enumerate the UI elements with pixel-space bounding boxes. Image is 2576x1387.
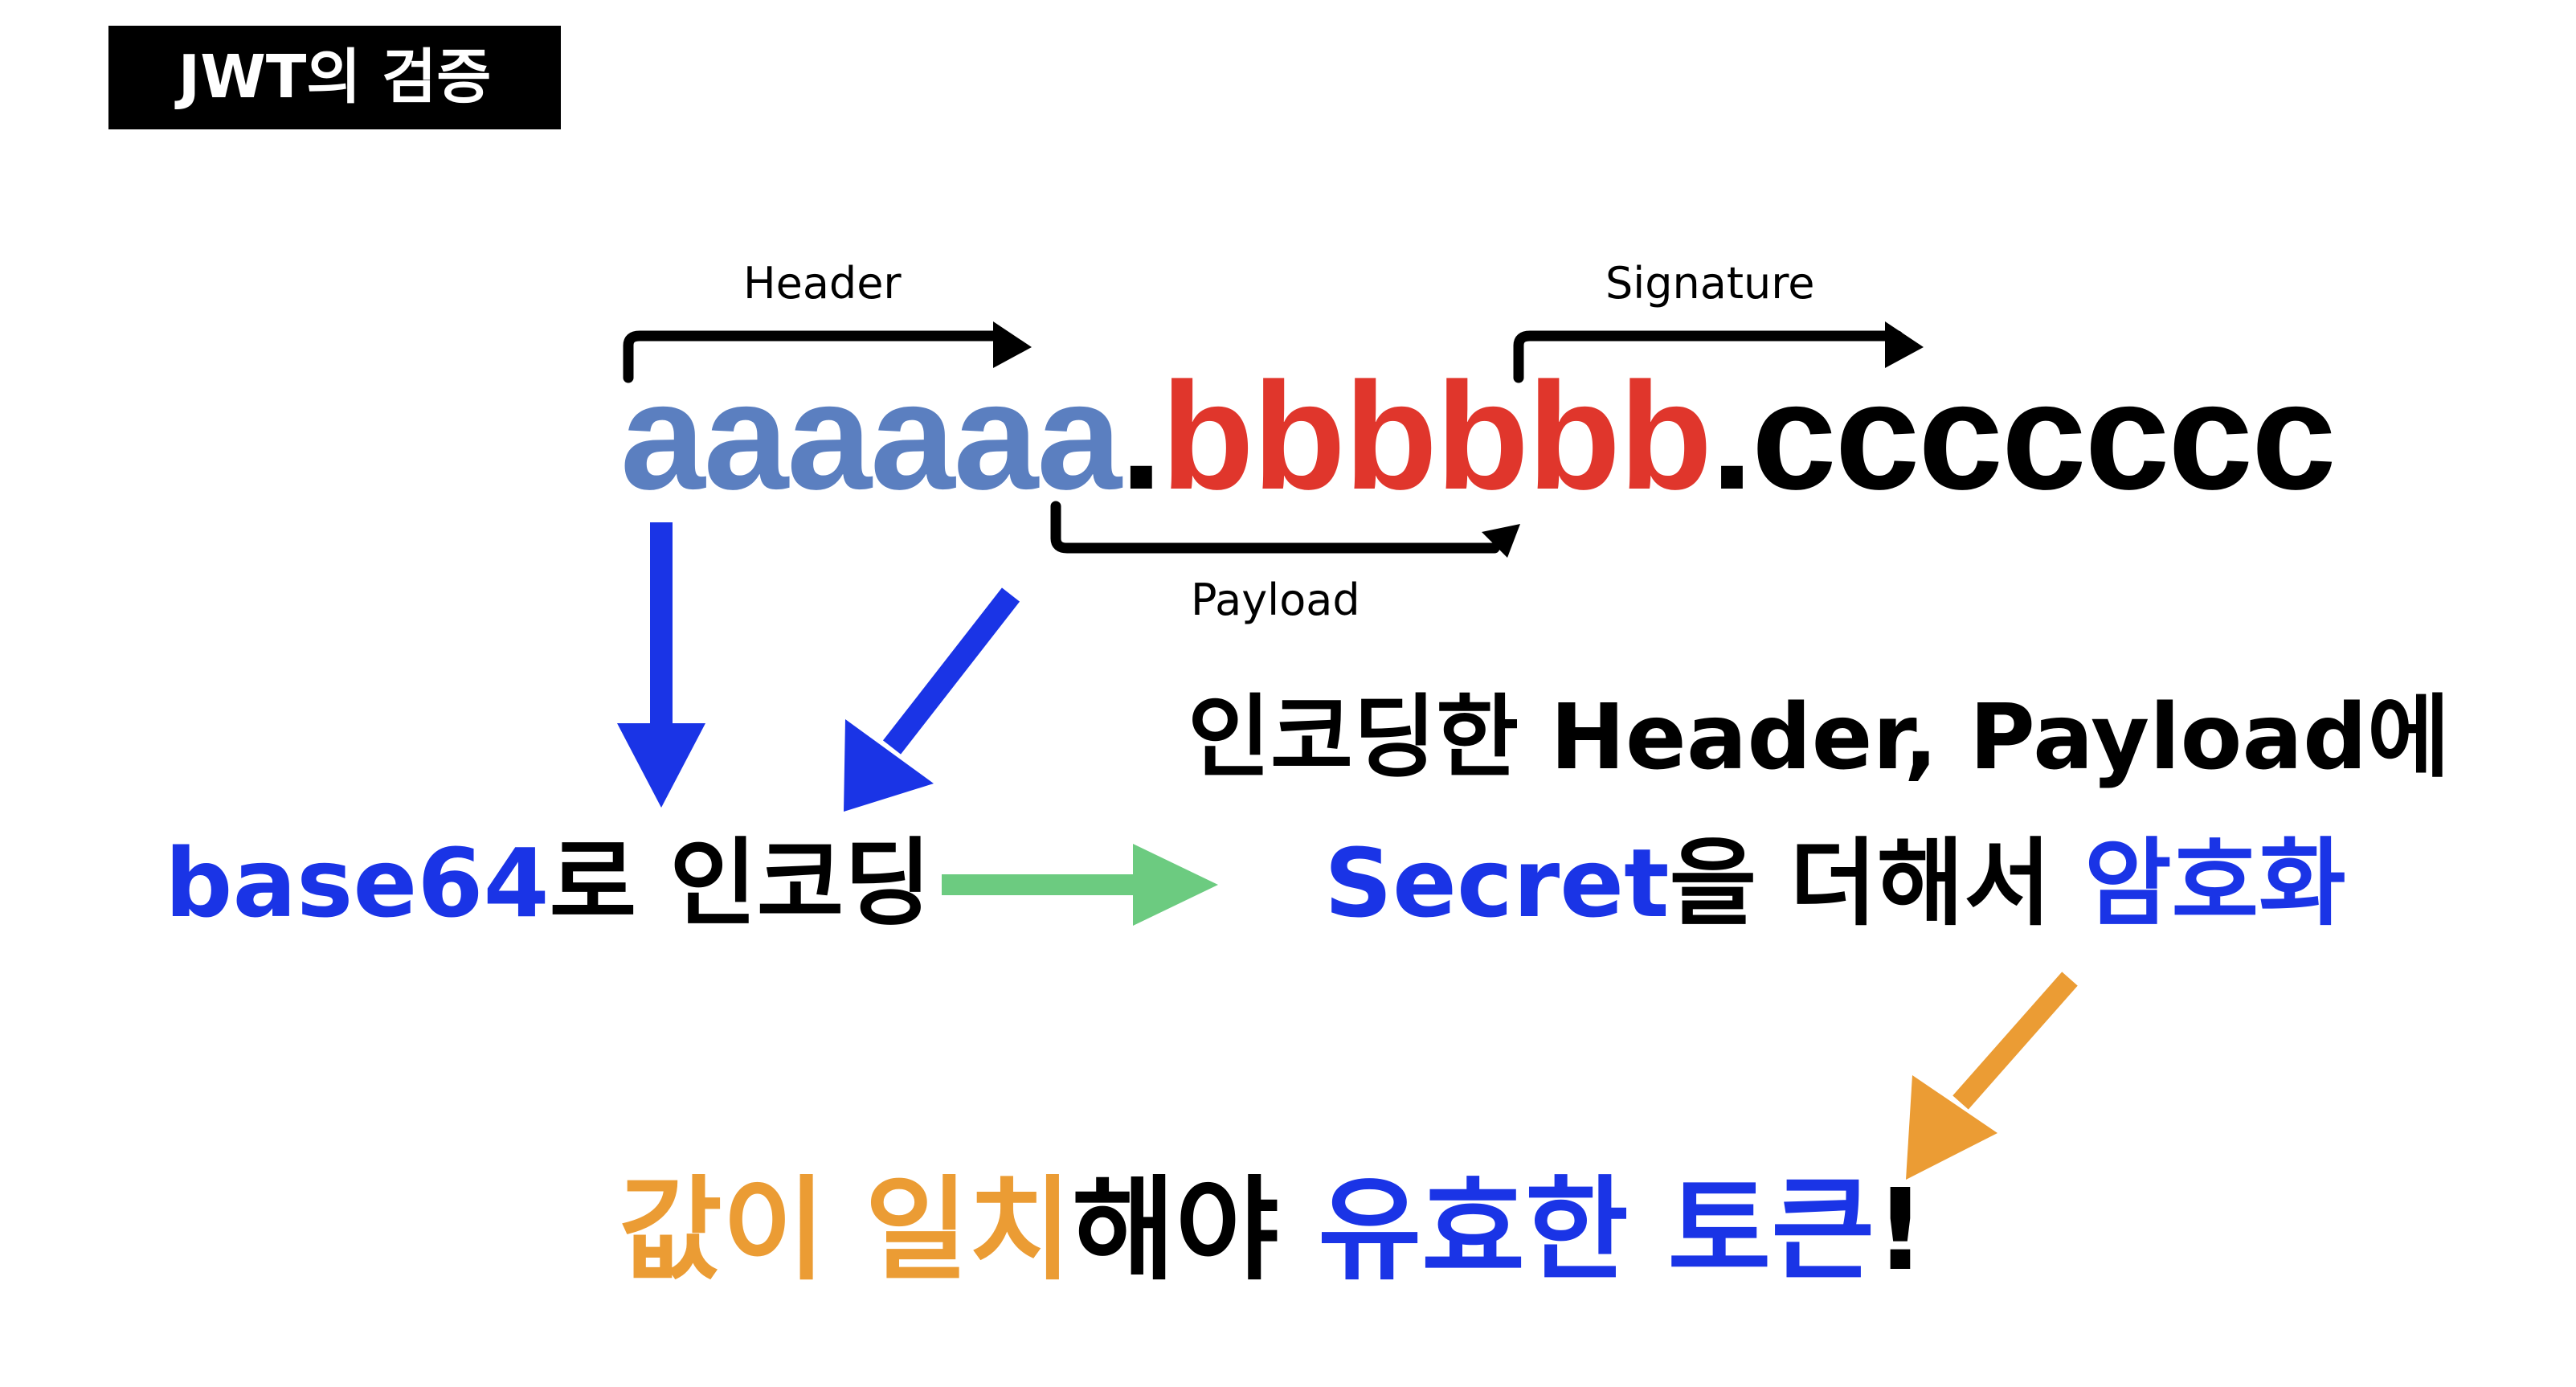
slide-title: JWT의 검증 [108, 26, 561, 129]
blue-arrow-diagonal [844, 587, 1020, 812]
payload-label: Payload [1191, 575, 1360, 625]
payload-bracket [1050, 501, 1520, 558]
encrypt-highlight: 암호화 [2084, 828, 2346, 939]
sign-step-line1: 인코딩한 Header, Payload에 [1188, 685, 2451, 790]
jwt-token: aaaaaa.bbbbbb.ccccccc [620, 360, 2337, 513]
encode-rest: 로 인코딩 [549, 828, 931, 939]
token-signature-part: ccccccc [1751, 351, 2337, 522]
orange-arrow-diagonal [1906, 972, 2078, 1180]
token-payload-part: bbbbbb [1160, 351, 1712, 522]
secret-highlight: Secret [1324, 828, 1670, 939]
sign-step-line2: Secret을 더해서 암호화 [1324, 836, 2346, 931]
signature-label: Signature [1605, 258, 1815, 309]
token-header-part: aaaaaa [620, 351, 1122, 522]
base64-highlight: base64 [165, 828, 550, 939]
conclusion-valid-token: 유효한 토큰 [1318, 1165, 1875, 1296]
header-bracket [623, 321, 1032, 383]
signature-bracket [1513, 321, 1924, 383]
blue-arrow-down [617, 522, 705, 808]
token-dot-2: . [1711, 351, 1753, 522]
encode-step-text: base64로 인코딩 [165, 836, 931, 931]
conclusion-should: 해야 [1071, 1165, 1319, 1296]
conclusion-text: 값이 일치해야 유효한 토큰! [619, 1175, 1926, 1287]
header-label: Header [743, 258, 902, 309]
conclusion-exclaim: ! [1875, 1165, 1926, 1296]
sign-middle-text: 을 더해서 [1669, 828, 2084, 939]
conclusion-match: 값이 일치 [619, 1165, 1072, 1296]
token-dot-1: . [1120, 351, 1163, 522]
green-arrow-right [942, 844, 1218, 926]
